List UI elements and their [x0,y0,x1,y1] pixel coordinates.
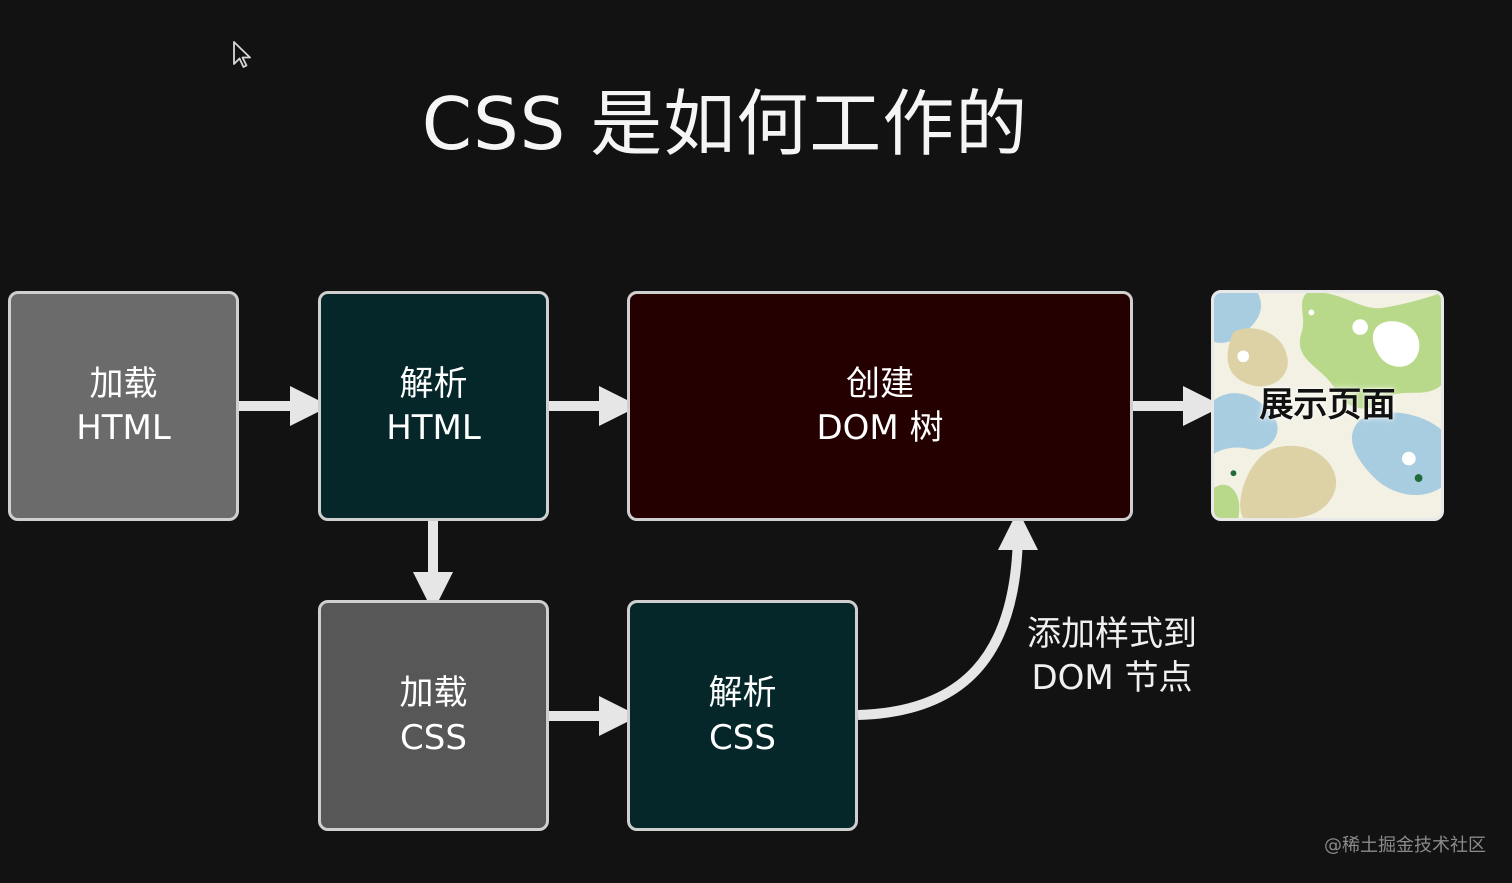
node-load-html-line1: 加载 [89,363,158,404]
node-parse-html-line1: 解析 [399,363,468,404]
node-parse-css-line1: 解析 [708,673,777,714]
edge-label-line1: 添加样式到 [1027,614,1197,654]
rendered-page-pattern-image [1214,293,1441,518]
edge-label-line2: DOM 节点 [1031,658,1193,699]
node-parse-css: 解析 CSS [627,600,858,831]
node-display-page-label: 展示页面 [1259,385,1396,426]
edge-label-apply-styles: 添加样式到 DOM 节点 [1012,612,1212,700]
arrow-parse-css-to-create-dom [857,510,1038,720]
node-load-css-line2: CSS [400,717,467,758]
node-load-css-line1: 加载 [399,673,468,714]
node-load-html: 加载 HTML [8,291,239,521]
node-create-dom-line2: DOM 树 [816,408,944,448]
watermark: @稀土掘金技术社区 [1324,835,1486,856]
node-parse-html-line2: HTML [386,408,481,448]
mouse-pointer-icon [233,41,251,68]
node-display-page: 展示页面 [1211,290,1444,521]
node-parse-css-line2: CSS [709,717,776,758]
node-load-html-line2: HTML [76,408,171,448]
node-create-dom: 创建 DOM 树 [627,291,1133,521]
node-load-css: 加载 CSS [318,600,549,831]
slide-title: CSS 是如何工作的 [421,82,1029,166]
node-parse-html: 解析 HTML [318,291,549,521]
node-create-dom-line1: 创建 [846,363,914,404]
